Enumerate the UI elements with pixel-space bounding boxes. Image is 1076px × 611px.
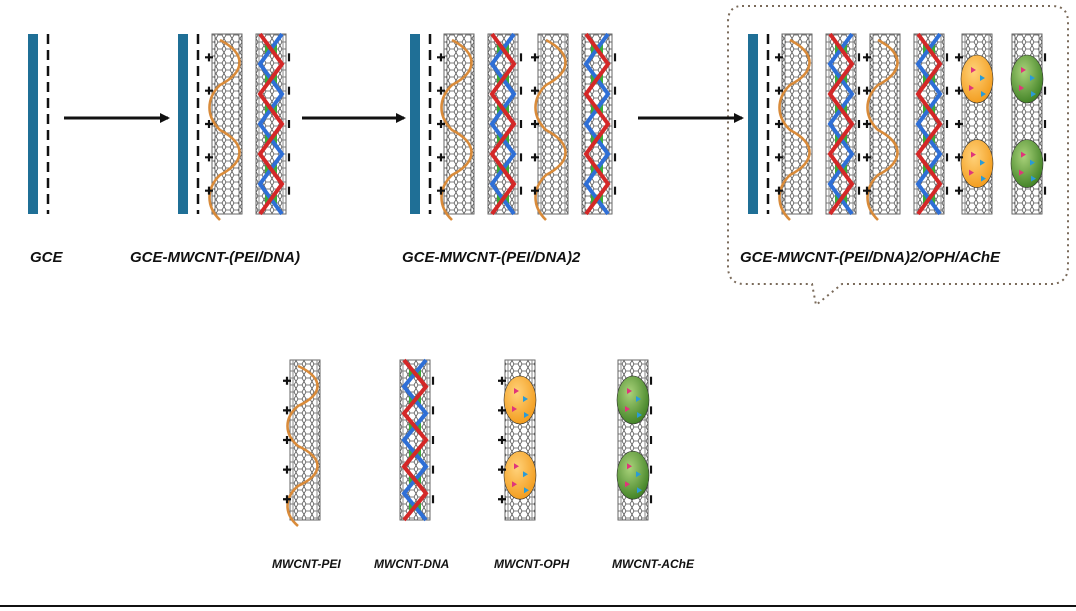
mwcnt-oph-tube xyxy=(955,33,994,215)
step-label-final: GCE-MWCNT-(PEI/DNA)2/OPH/AChE xyxy=(740,249,1001,266)
mwcnt-dna-tube xyxy=(581,32,617,216)
mwcnt-oph-tube xyxy=(498,359,537,521)
mwcnt-pei-tube xyxy=(775,33,813,221)
electrode xyxy=(410,34,432,214)
mwcnt-ache-tube xyxy=(616,359,653,521)
legend-label-pei: MWCNT-PEI xyxy=(272,557,341,571)
mwcnt-dna-tube xyxy=(825,32,861,216)
step-label-pei-dna: GCE-MWCNT-(PEI/DNA) xyxy=(130,249,300,266)
mwcnt-pei-tube xyxy=(531,33,569,221)
electrode xyxy=(28,34,50,214)
electrodes xyxy=(28,34,770,214)
mwcnt-dna-tube xyxy=(913,32,949,216)
mwcnt-pei-tube xyxy=(437,33,475,221)
mwcnt-ache-tube xyxy=(1010,33,1047,215)
mwcnt-pei-tube xyxy=(863,33,901,221)
electrode xyxy=(748,34,770,214)
mwcnt-pei-tube xyxy=(205,33,243,221)
mwcnt-dna-tube xyxy=(399,358,435,522)
legend-label-ache: MWCNT-AChE xyxy=(612,557,695,571)
legend-label-oph: MWCNT-OPH xyxy=(494,557,570,571)
mwcnt-dna-tube xyxy=(255,32,291,216)
nanotube-layers xyxy=(205,32,1047,527)
electrode xyxy=(178,34,200,214)
mwcnt-pei-tube xyxy=(283,359,321,527)
step-label-gce: GCE xyxy=(30,249,64,266)
step-label-pei-dna-2: GCE-MWCNT-(PEI/DNA)2 xyxy=(402,249,581,266)
mwcnt-dna-tube xyxy=(487,32,523,216)
legend-label-dna: MWCNT-DNA xyxy=(374,557,449,571)
